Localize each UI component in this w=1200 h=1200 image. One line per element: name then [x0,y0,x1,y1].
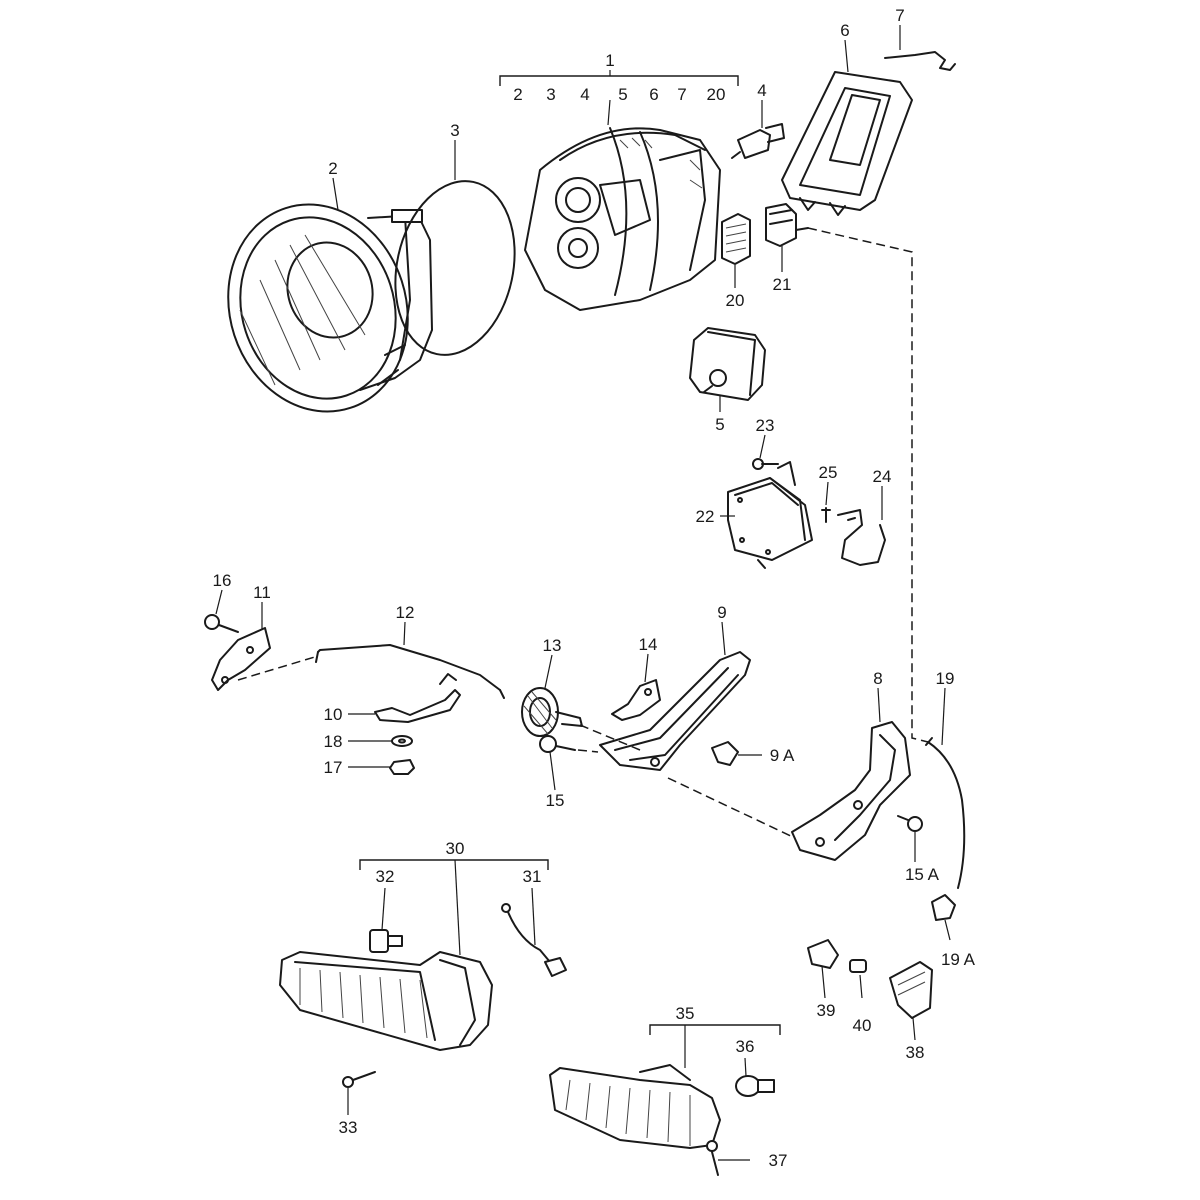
headlight-housing [524,127,721,311]
callout-1-sub-20: 20 [707,85,726,104]
turn-signal-lamp [549,1064,721,1149]
bolt-16 [204,614,239,633]
callout-7: 7 [895,6,904,25]
callout-15: 15 [546,791,565,810]
callout-10: 10 [324,705,343,724]
callout-19a: 19 A [941,950,976,969]
callout-1-sub-6: 6 [649,85,658,104]
connector-socket [765,203,809,247]
adjusting-lever [374,673,461,723]
small-bracket [611,679,661,721]
callout-38: 38 [906,1043,925,1062]
carrier-arm [599,651,751,771]
callout-35: 35 [676,1004,695,1023]
callout-12: 12 [396,603,415,622]
turn-signal-bulb [735,1075,775,1097]
adjusting-rod [315,644,505,699]
callout-32: 32 [376,867,395,886]
fog-bulb [369,929,403,953]
headlight-rear-cap [689,327,766,401]
adjuster-gear [521,687,583,737]
callout-1-sub-5: 5 [618,85,627,104]
mounting-bracket [791,721,911,861]
bolt-15 [539,735,576,753]
callout-17: 17 [324,758,343,777]
callout-36: 36 [736,1037,755,1056]
callout-21: 21 [773,275,792,294]
marker-socket [807,939,839,969]
turn-signal-screw [706,1140,750,1176]
cable-connector [931,894,956,921]
washer [391,735,413,747]
callout-20: 20 [726,291,745,310]
callout-33: 33 [339,1118,358,1137]
retaining-clip [711,741,739,766]
callout-4: 4 [757,81,766,100]
callout-37: 37 [769,1151,788,1170]
headlight-cover-frame [781,71,913,216]
callout-5: 5 [715,415,724,434]
callout-23: 23 [756,416,775,435]
callout-11: 11 [253,583,271,602]
headlight-seal-ring [394,180,516,356]
mounting-clamp [837,509,886,566]
callout-31: 31 [523,867,542,886]
callout-1-sub-2: 2 [513,85,522,104]
callout-22: 22 [696,507,715,526]
headlight-bulb [731,123,785,159]
mounting-plate [211,627,271,691]
marker-bulb [849,959,867,973]
callout-14: 14 [639,635,658,654]
callout-25: 25 [819,463,838,482]
callout-40: 40 [853,1016,872,1035]
callout-3: 3 [450,121,459,140]
callout-2: 2 [328,159,337,178]
fog-light-screw [342,1071,376,1088]
callout-19: 19 [936,669,955,688]
fog-light [279,951,493,1051]
bolt-15a [897,815,923,832]
connector-plug [721,213,751,265]
callout-16: 16 [213,571,232,590]
screw [752,458,779,470]
callout-1: 1 [605,51,614,70]
small-screw [821,507,831,523]
callout-15a: 15 A [905,865,940,884]
callout-1-sub-7: 7 [677,85,686,104]
side-marker-lamp [889,961,933,1019]
adjuster-cable [925,737,966,889]
nut [389,759,415,775]
callout-8: 8 [873,669,882,688]
callout-39: 39 [817,1001,836,1020]
callout-24: 24 [873,467,892,486]
callout-1-sub-4: 4 [580,85,589,104]
callout-9a: 9 A [770,746,795,765]
callout-1-sub-3: 3 [546,85,555,104]
callout-30: 30 [446,839,465,858]
callout-18: 18 [324,732,343,751]
fog-bulb-wire [501,903,567,977]
headlight-lens [227,203,433,413]
callout-13: 13 [543,636,562,655]
callout-9: 9 [717,603,726,622]
headlight-wire [884,51,956,71]
headlight-control-unit [727,461,813,569]
callout-6: 6 [840,21,849,40]
